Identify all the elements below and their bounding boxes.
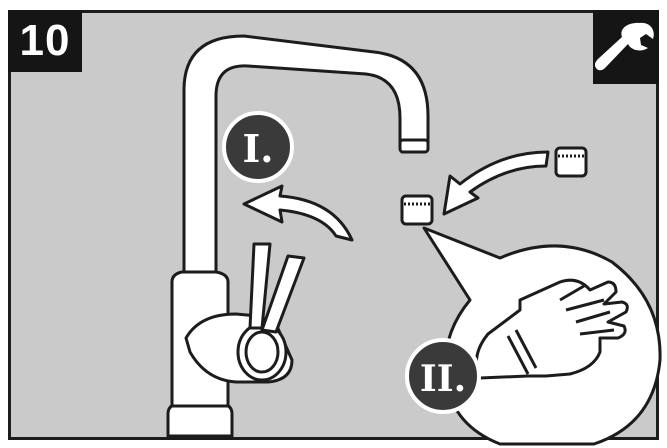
aerator-new xyxy=(554,146,588,178)
callout-hand xyxy=(422,226,662,446)
step-number-badge: 10 xyxy=(8,10,82,72)
step-2-label: II. xyxy=(420,358,466,400)
wrench-icon xyxy=(594,22,654,71)
step-1-label: I. xyxy=(242,126,273,171)
faucet xyxy=(166,34,430,438)
arrow-step-1 xyxy=(242,184,354,242)
tool-badge xyxy=(593,10,659,84)
step-1-marker: I. xyxy=(222,111,294,183)
arrow-replace xyxy=(442,150,550,216)
aerator-old xyxy=(400,194,434,226)
step-2-marker: II. xyxy=(405,338,481,414)
